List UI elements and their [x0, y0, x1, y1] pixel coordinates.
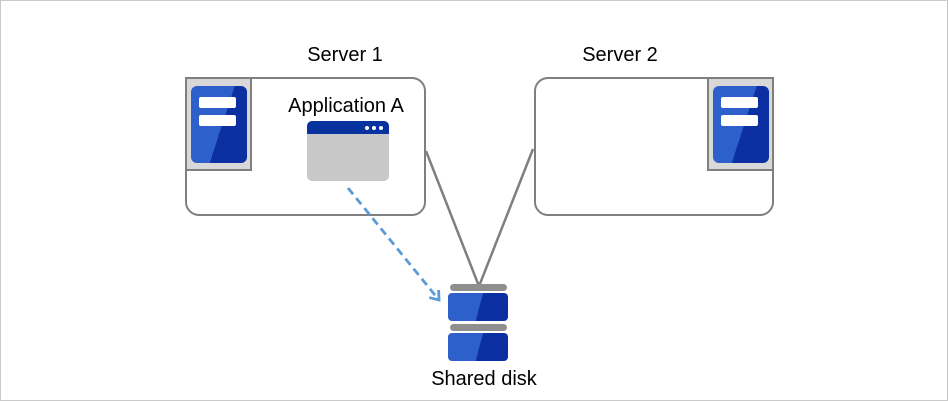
disk-bar — [450, 324, 507, 331]
window-titlebar — [307, 121, 389, 134]
server-slot — [721, 115, 758, 126]
shared-disk-label: Shared disk — [431, 368, 537, 390]
window-dot — [365, 125, 369, 130]
server-tower-icon — [191, 86, 247, 163]
application-window-icon — [307, 121, 389, 181]
application-label: Application A — [288, 95, 404, 117]
disk-platter — [448, 333, 508, 361]
server1-label: Server 1 — [307, 44, 383, 66]
connector-server2-disk — [478, 148, 535, 286]
server-tower-icon — [713, 86, 769, 163]
disk-bar — [450, 284, 507, 291]
server-slot — [199, 97, 236, 108]
window-dot — [379, 125, 383, 130]
server-slot — [721, 97, 758, 108]
disk-platter — [448, 293, 508, 321]
server2-label: Server 2 — [582, 44, 658, 66]
server-slot — [199, 115, 236, 126]
window-dot — [372, 125, 376, 130]
connector-server1-disk — [424, 150, 480, 286]
